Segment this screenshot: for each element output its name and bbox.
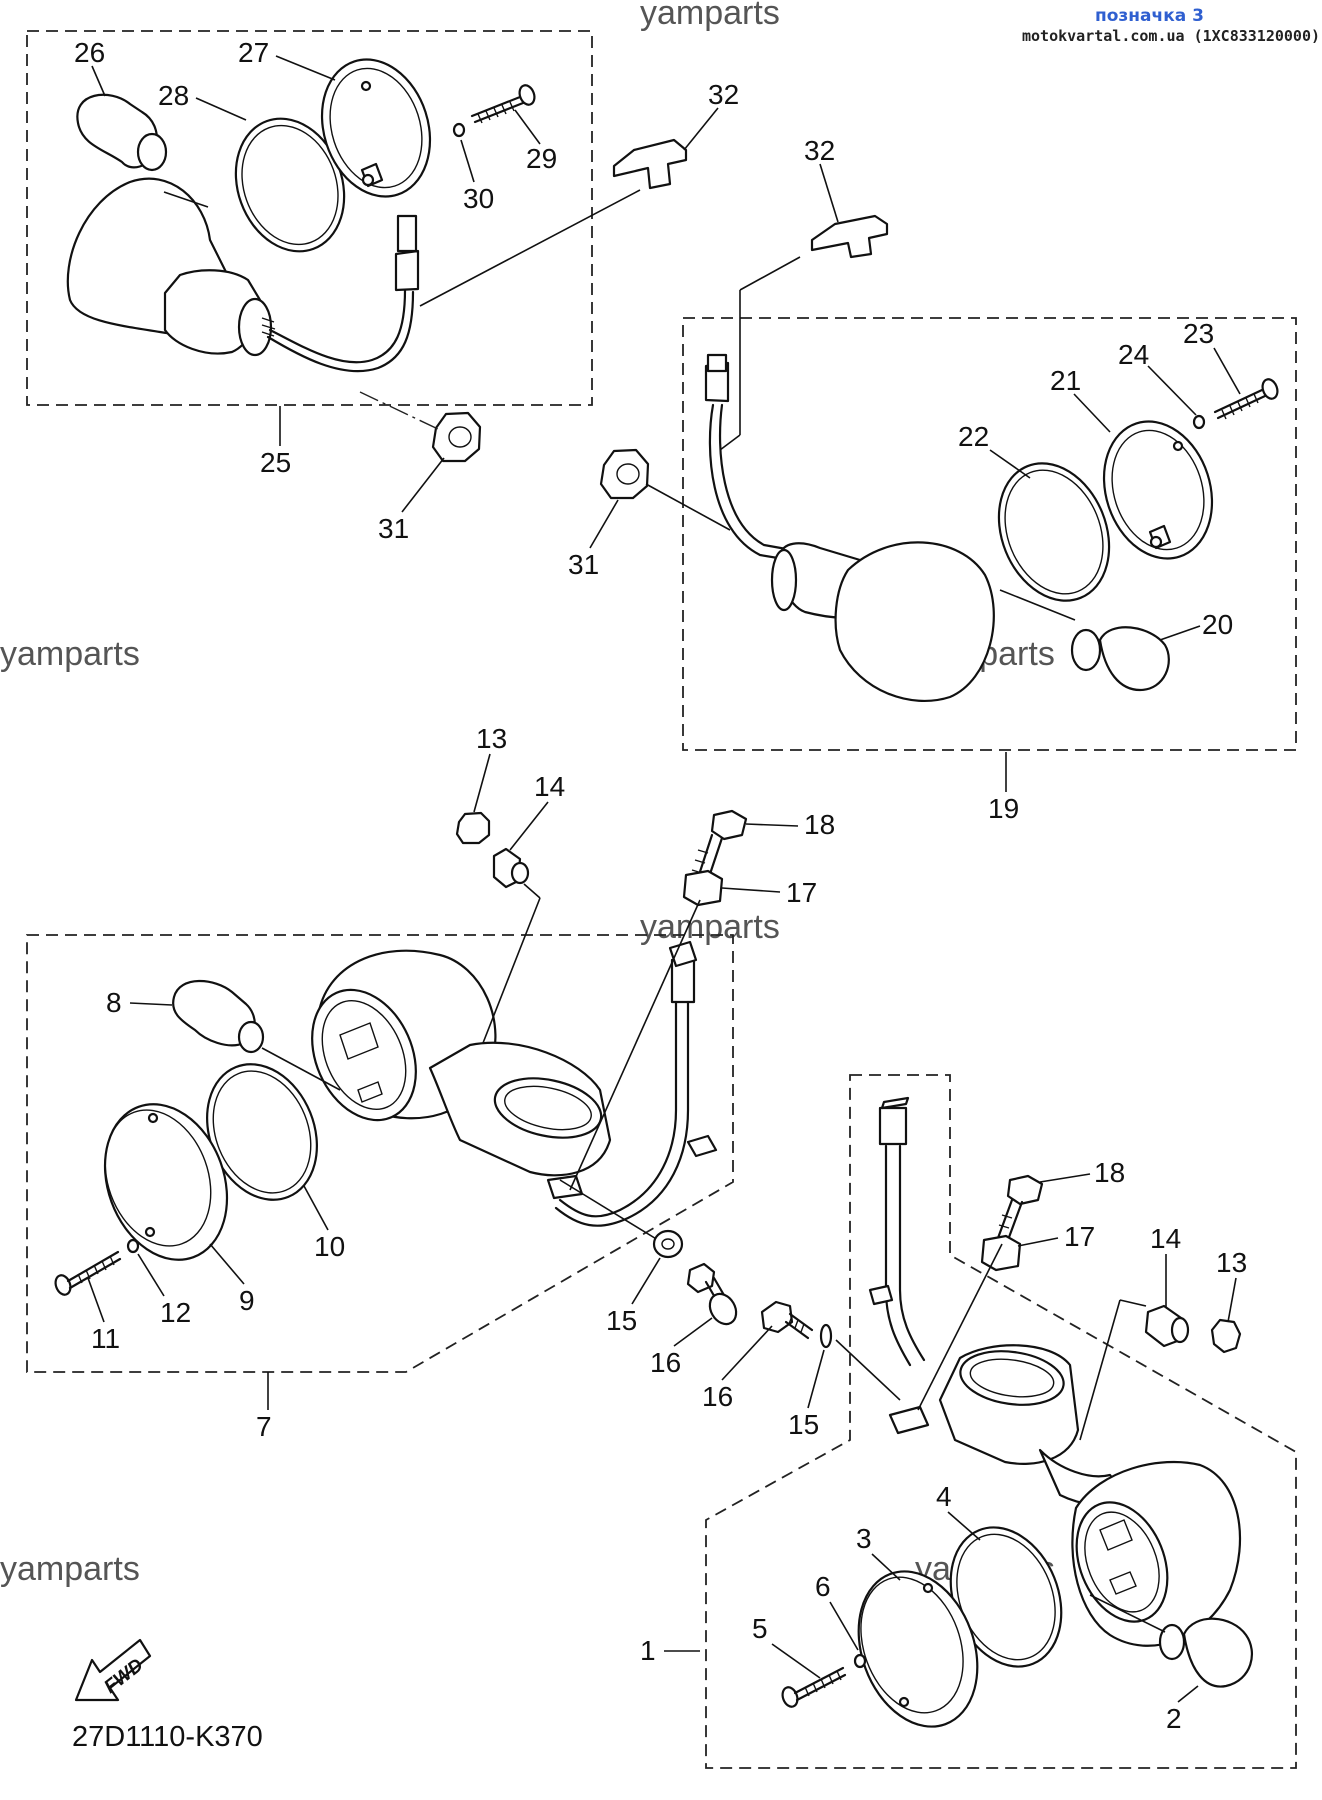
watermark: yamparts — [0, 635, 140, 673]
assembly-25 — [26, 30, 688, 463]
assembly-7 — [26, 809, 748, 1373]
callout-19: 19 — [988, 793, 1019, 824]
flasher-housing-7 — [311, 949, 612, 1200]
nut-13b — [1210, 1318, 1242, 1354]
lens-cover-3 — [857, 1570, 979, 1728]
watermark: yamparts — [640, 908, 780, 946]
callout-29: 29 — [526, 143, 557, 174]
callout-28: 28 — [158, 80, 189, 111]
callout-5: 5 — [752, 1613, 768, 1644]
header-title: позначка 3 — [1095, 6, 1204, 26]
bolt-16b — [760, 1300, 814, 1340]
callout-17: 17 — [786, 877, 817, 908]
callout-13: 13 — [476, 723, 507, 754]
bulb-8 — [172, 979, 265, 1054]
callout-26: 26 — [74, 37, 105, 68]
callouts: 26 27 28 29 30 32 25 31 32 23 24 21 22 2… — [74, 37, 1247, 1734]
wire-clamp-32 — [612, 138, 688, 190]
washer-24 — [1192, 414, 1206, 430]
washer-6 — [853, 1653, 867, 1669]
callout-3: 3 — [856, 1523, 872, 1554]
diagram-code: 27D1110-K370 — [72, 1721, 263, 1753]
callout-2: 2 — [1166, 1703, 1182, 1734]
screw-5 — [781, 1666, 847, 1708]
callout-18: 18 — [804, 809, 835, 840]
nut-31b — [599, 448, 650, 500]
bulb-26 — [76, 93, 168, 172]
callout-18b: 18 — [1094, 1157, 1125, 1188]
bulb-20 — [1070, 626, 1170, 692]
callout-16b: 16 — [702, 1381, 733, 1412]
sleeve-17 — [682, 869, 724, 907]
callout-11: 11 — [91, 1323, 120, 1354]
rim-21 — [1102, 420, 1214, 560]
callout-27: 27 — [238, 37, 269, 68]
callout-31b: 31 — [568, 549, 599, 580]
callout-12: 12 — [160, 1297, 191, 1328]
washer-12 — [126, 1238, 140, 1254]
wire-clamp-32b — [810, 214, 889, 259]
connector-25 — [394, 249, 420, 292]
assembly-1 — [705, 1074, 1297, 1769]
screw-29 — [470, 84, 536, 124]
callout-15b: 15 — [788, 1409, 819, 1440]
callout-14b: 14 — [1150, 1223, 1181, 1254]
callout-14: 14 — [534, 771, 565, 802]
screw-11 — [54, 1250, 122, 1296]
callout-31: 31 — [378, 513, 409, 544]
callout-30: 30 — [463, 183, 494, 214]
callout-21: 21 — [1050, 365, 1081, 396]
callout-4: 4 — [936, 1481, 952, 1512]
callout-24: 24 — [1118, 339, 1149, 370]
connector-1 — [878, 1106, 908, 1146]
washer-15b — [819, 1323, 833, 1349]
lens-cover-9 — [103, 1103, 229, 1261]
callout-7: 7 — [256, 1411, 272, 1442]
sleeve-17b — [980, 1234, 1022, 1272]
callout-25: 25 — [260, 447, 291, 478]
callout-23: 23 — [1183, 318, 1214, 349]
flasher-housing-19 — [770, 541, 995, 702]
screw-23 — [1213, 378, 1279, 420]
assembly-1-outline — [705, 1074, 1297, 1769]
washer-15 — [652, 1229, 684, 1259]
assembly-25-outline — [26, 30, 593, 406]
rim-27 — [320, 58, 432, 198]
bulb-2 — [1158, 1617, 1254, 1688]
washer-30 — [452, 122, 466, 138]
nut-13 — [455, 811, 491, 845]
callout-1: 1 — [640, 1635, 656, 1666]
header-source: motokvartal.com.ua (1XC833120000) — [1022, 27, 1320, 45]
assembly-19 — [599, 214, 1297, 751]
callout-17b: 17 — [1064, 1221, 1095, 1252]
callout-20: 20 — [1202, 609, 1233, 640]
flasher-housing-1 — [888, 1344, 1242, 1647]
flasher-housing-25 — [66, 177, 276, 357]
callout-22: 22 — [958, 421, 989, 452]
callout-8: 8 — [106, 987, 122, 1018]
lens-ring-22 — [997, 462, 1111, 602]
callout-10: 10 — [314, 1231, 345, 1262]
assembly-19-outline — [682, 317, 1297, 751]
callout-32: 32 — [708, 79, 739, 110]
callout-16: 16 — [650, 1347, 681, 1378]
spacer-14 — [492, 847, 530, 889]
callout-32b: 32 — [804, 135, 835, 166]
bolt-16 — [686, 1262, 738, 1326]
callout-13b: 13 — [1216, 1247, 1247, 1278]
assembly-7-outline — [26, 934, 734, 1373]
callout-9: 9 — [239, 1285, 255, 1316]
watermark: yamparts — [0, 1550, 140, 1588]
callout-15: 15 — [606, 1305, 637, 1336]
watermark: yamparts — [640, 0, 780, 32]
callout-6: 6 — [815, 1571, 831, 1602]
nut-31 — [431, 411, 482, 463]
spacer-14b — [1144, 1304, 1190, 1348]
bolt-18b — [996, 1174, 1044, 1242]
fwd-arrow-icon: FWD — [74, 1638, 152, 1702]
